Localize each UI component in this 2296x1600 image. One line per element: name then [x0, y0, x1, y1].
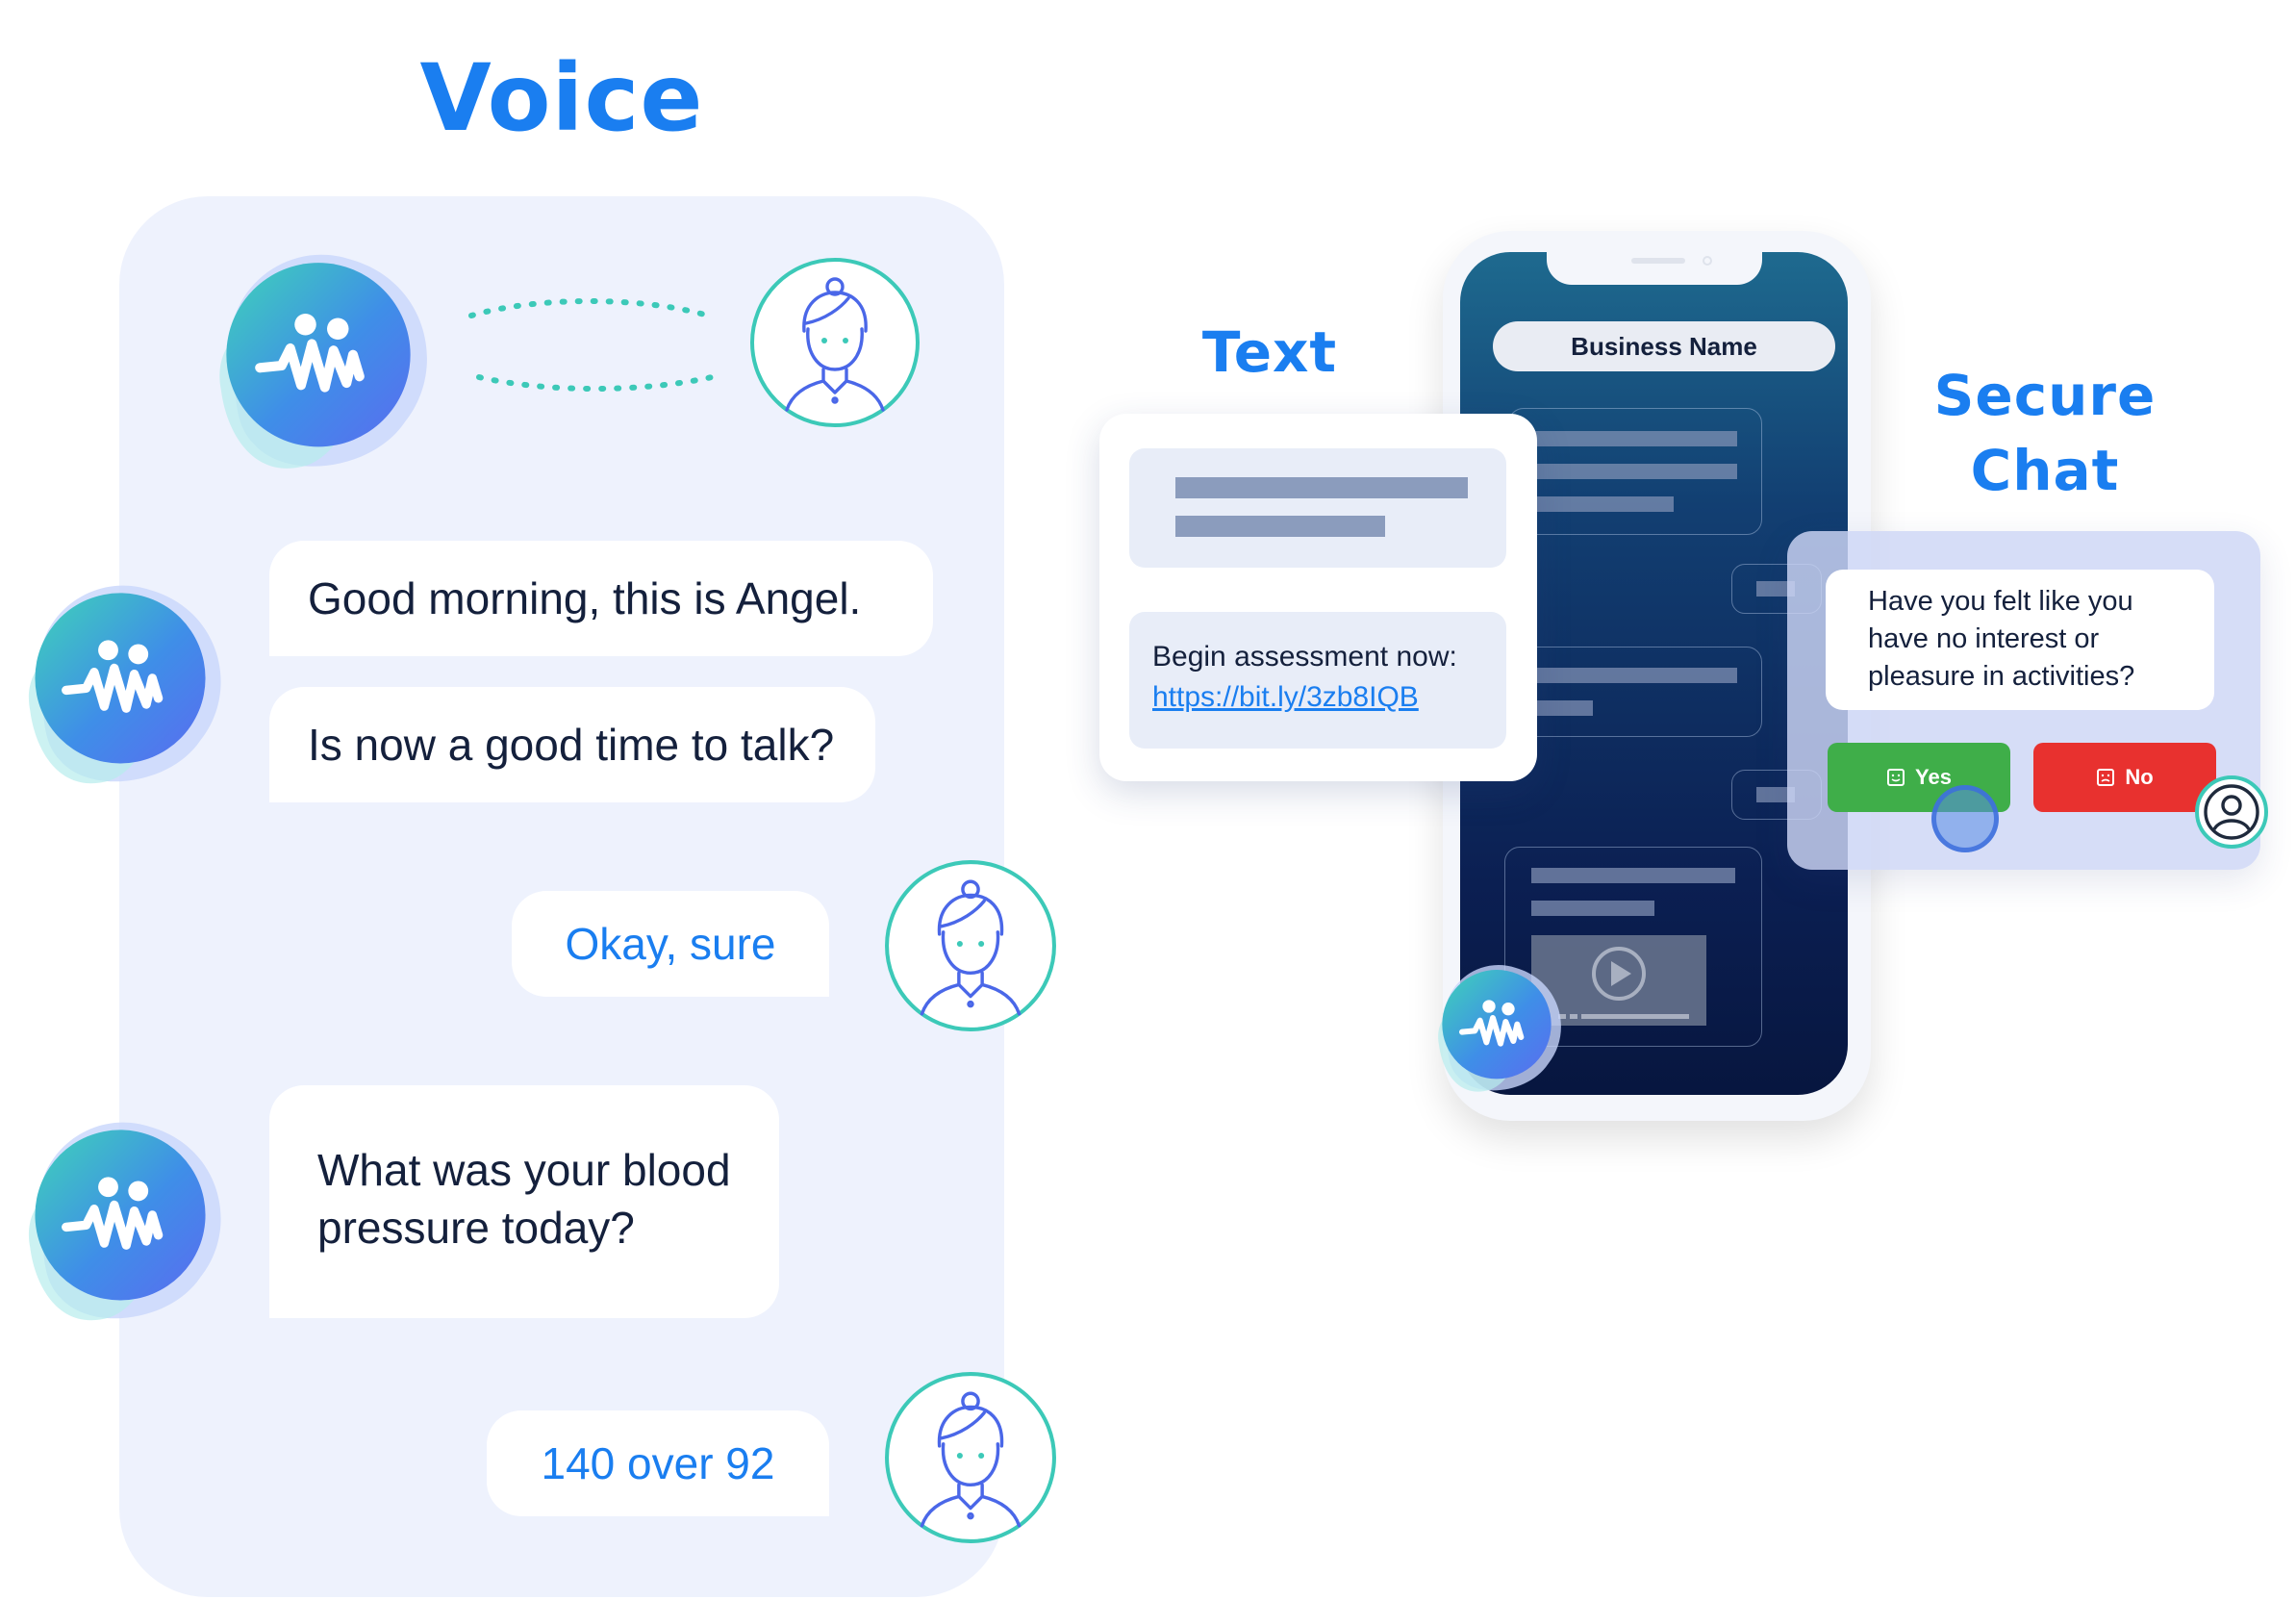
voice-heading: Voice: [419, 44, 704, 152]
bot-logo-icon: [1420, 949, 1574, 1103]
phone-media-message: [1504, 847, 1762, 1047]
cursor-indicator: [1931, 785, 1999, 852]
video-thumbnail[interactable]: [1531, 935, 1706, 1026]
phone-text-placeholder: [1535, 431, 1737, 446]
phone-camera: [1703, 256, 1712, 266]
bot-logo-icon: [0, 550, 240, 810]
call-connection-icon: [468, 298, 715, 392]
no-button-label: No: [2125, 765, 2154, 789]
text-heading: Text: [1201, 319, 1338, 385]
frown-icon: [2097, 769, 2115, 786]
phone-text-placeholder: [1535, 668, 1737, 683]
secure-chat-question-bubble: [1826, 570, 2214, 710]
phone-speaker: [1631, 258, 1685, 264]
bot-message: Good morning, this is Angel.: [269, 541, 933, 656]
business-name-bar: Business Name: [1493, 321, 1835, 371]
sms-preview-placeholder: [1129, 448, 1506, 568]
sms-message-text: Begin assessment now:: [1152, 641, 1457, 673]
user-message: 140 over 92: [487, 1410, 829, 1516]
phone-message-placeholder: [1508, 647, 1762, 737]
business-name: Business Name: [1571, 332, 1757, 361]
bot-logo-icon: [0, 1087, 240, 1347]
phone-text-placeholder: [1531, 901, 1654, 916]
phone-text-placeholder: [1535, 464, 1737, 479]
phone-text-placeholder: [1756, 787, 1795, 802]
play-icon[interactable]: [1531, 935, 1706, 1026]
phone-text-placeholder: [1535, 700, 1593, 716]
bot-logo-icon: [189, 227, 448, 487]
secure-chat-question: Have you felt like you have no interest …: [1868, 586, 2135, 692]
phone-text-placeholder: [1531, 868, 1735, 883]
bot-message: Is now a good time to talk?: [269, 687, 875, 802]
secure-chat-heading-line1: Secure: [1933, 363, 2157, 428]
sms-text-placeholder: [1175, 516, 1385, 537]
user-avatar-icon: [883, 858, 1058, 1033]
sms-text-placeholder: [1175, 477, 1468, 498]
user-avatar-icon: [748, 256, 921, 429]
no-button[interactable]: No: [2033, 743, 2216, 812]
sms-message-bubble: [1129, 612, 1506, 749]
person-icon: [2195, 775, 2268, 849]
phone-text-placeholder: [1535, 496, 1674, 512]
phone-text-placeholder: [1756, 581, 1795, 597]
phone-notch: [1547, 252, 1762, 285]
secure-chat-heading-line2: Chat: [1970, 438, 2120, 503]
smile-icon: [1887, 769, 1905, 786]
bot-message: What was your blood pressure today?: [269, 1085, 779, 1318]
user-message: Okay, sure: [512, 891, 829, 997]
user-avatar-icon: [883, 1370, 1058, 1545]
sms-link[interactable]: https://bit.ly/3zb8IQB: [1152, 681, 1419, 713]
yes-button-label: Yes: [1915, 765, 1952, 789]
